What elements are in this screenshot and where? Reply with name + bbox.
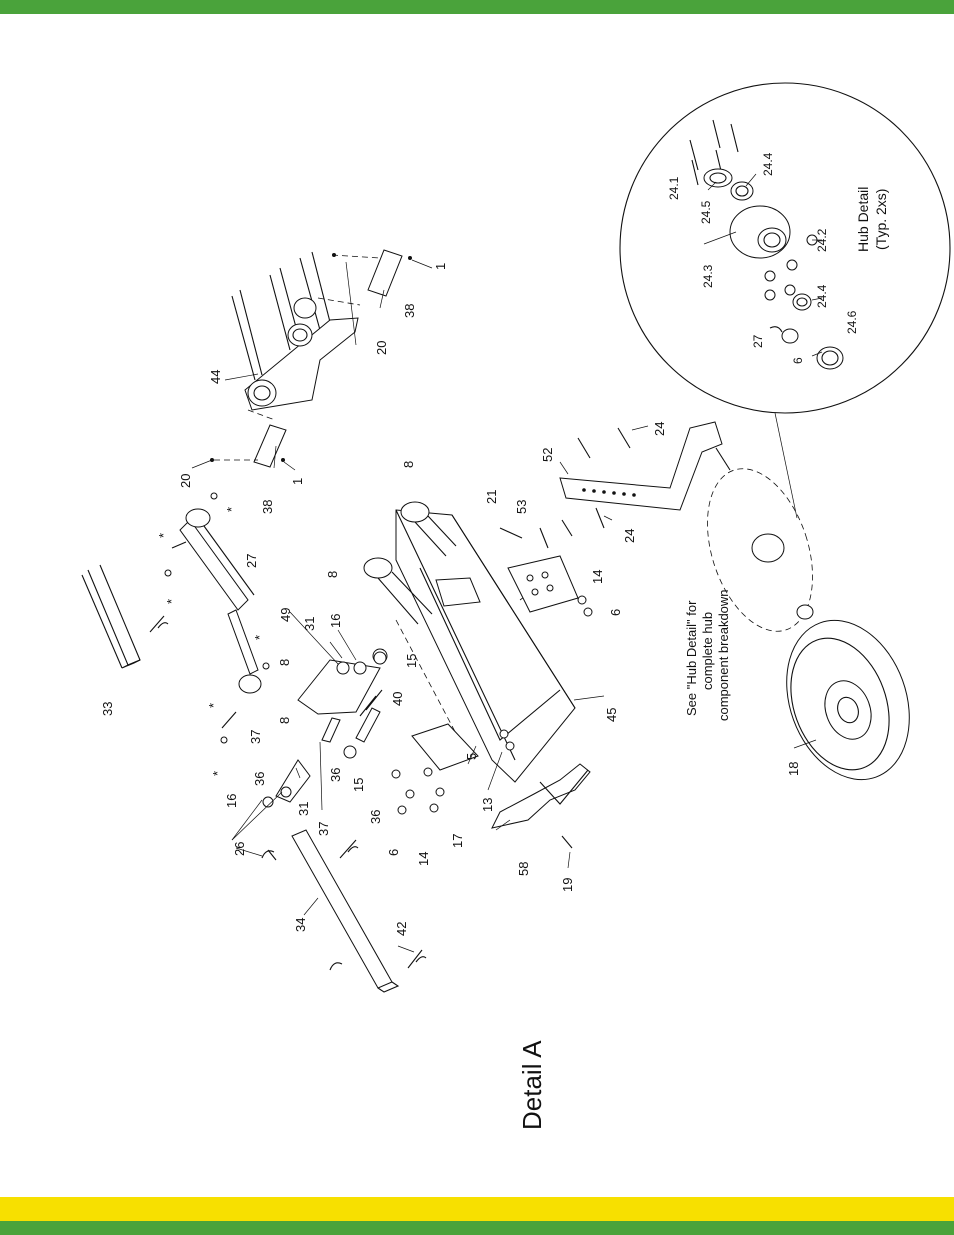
pivot-bracket-assembly [210,250,412,467]
callout-33: 33 [100,702,115,716]
asterisk-3: * [224,507,239,512]
asterisk-5: * [206,703,221,708]
callout-8-b: 8 [325,571,340,578]
clip-upper [150,616,168,632]
hub-note-line-2: complete hub [700,612,715,690]
hub-detail-subtitle: (Typ. 2xs) [873,189,889,250]
callout-42: 42 [394,922,409,936]
hub-label-24-3: 24.3 [701,264,715,288]
callout-8-d: 8 [277,717,292,724]
dust-cap [817,347,843,369]
axle-clamp-53 [508,556,578,612]
clip-26 [262,850,276,860]
hub-label-6: 6 [791,357,805,364]
hub-label-24-1: 24.1 [667,176,681,200]
bottom-yellow-bar [0,1197,954,1221]
callout-34: 34 [293,918,308,932]
callout-17: 17 [450,834,465,848]
callout-49: 49 [278,608,293,622]
callout-27: 27 [244,554,259,568]
callout-6-right: 6 [608,609,623,616]
stand-58 [492,764,590,848]
callout-38-lower: 38 [260,500,275,514]
hub-note: See "Hub Detail" for complete hub compon… [684,589,731,721]
hub-detail-leader [775,413,797,518]
hub-detail-view [620,83,950,518]
callout-36-c: 36 [368,810,383,824]
asterisk-1: * [156,533,171,538]
main-frame-45 [364,502,575,782]
hub-label-24-4-top: 24.4 [761,152,775,176]
pin-40 [356,708,380,742]
callout-20-top: 20 [374,341,389,355]
callout-20-lower: 20 [178,474,193,488]
callout-31-lower: 31 [296,802,311,816]
callout-38-top: 38 [402,304,417,318]
callout-36-a: 36 [252,772,267,786]
asterisk-6: * [210,771,225,776]
hub-label-24-6: 24.6 [845,310,859,334]
callout-5: 5 [464,753,479,760]
hub-label-27: 27 [751,334,765,348]
callout-24-lower: 24 [622,529,637,543]
callout-53: 53 [514,500,529,514]
callout-16-top: 16 [328,614,343,628]
callout-40: 40 [390,692,405,706]
callout-15-lower: 15 [351,778,366,792]
callout-24-upper: 24 [652,422,667,436]
tongue-tube-34 [292,830,398,992]
callout-19: 19 [560,878,575,892]
asterisk-4: * [252,635,267,640]
callout-1-lower: 1 [290,478,305,485]
callout-45: 45 [604,708,619,722]
clip-42 [408,950,426,968]
callout-36-b: 36 [328,768,343,782]
hub-label-24-4-lower: 24.4 [815,284,829,308]
hub-label-24-2: 24.2 [815,228,829,252]
callout-58: 58 [516,862,531,876]
callout-37-lower: 37 [316,822,331,836]
callout-14-right: 14 [590,570,605,584]
page-title: Detail A [517,1040,547,1130]
tongue-tube-33 [82,565,140,668]
hub-detail-title: Hub Detail [855,187,871,252]
callout-8-c: 8 [277,659,292,666]
callout-6-left: 6 [386,849,401,856]
callout-13: 13 [480,798,495,812]
callout-52: 52 [540,448,555,462]
callout-21: 21 [484,490,499,504]
hub-detail-circle [620,83,950,413]
callout-44: 44 [208,370,223,384]
hub-label-24-5: 24.5 [699,200,713,224]
callout-37-top: 37 [248,730,263,744]
callout-14-left: 14 [416,852,431,866]
axle-arm-52 [560,422,730,510]
bottom-green-bar [0,1221,954,1235]
hub-note-line-1: See "Hub Detail" for [684,600,699,716]
asterisk-2: * [164,599,179,604]
callout-8-a: 8 [401,461,416,468]
callout-1-top: 1 [433,263,448,270]
callout-16-lower: 16 [224,794,239,808]
clip-mid [340,840,358,858]
callout-31-top: 31 [302,617,317,631]
callout-18: 18 [786,762,801,776]
hub-detail-labels: 24.1 24.2 24.3 24.4 24.4 24.5 24.6 27 6 … [667,152,889,364]
callout-26: 26 [232,842,247,856]
callout-15-top: 15 [404,654,419,668]
pin-38-upper [368,250,402,296]
hub-note-line-3: component breakdown [716,589,731,721]
